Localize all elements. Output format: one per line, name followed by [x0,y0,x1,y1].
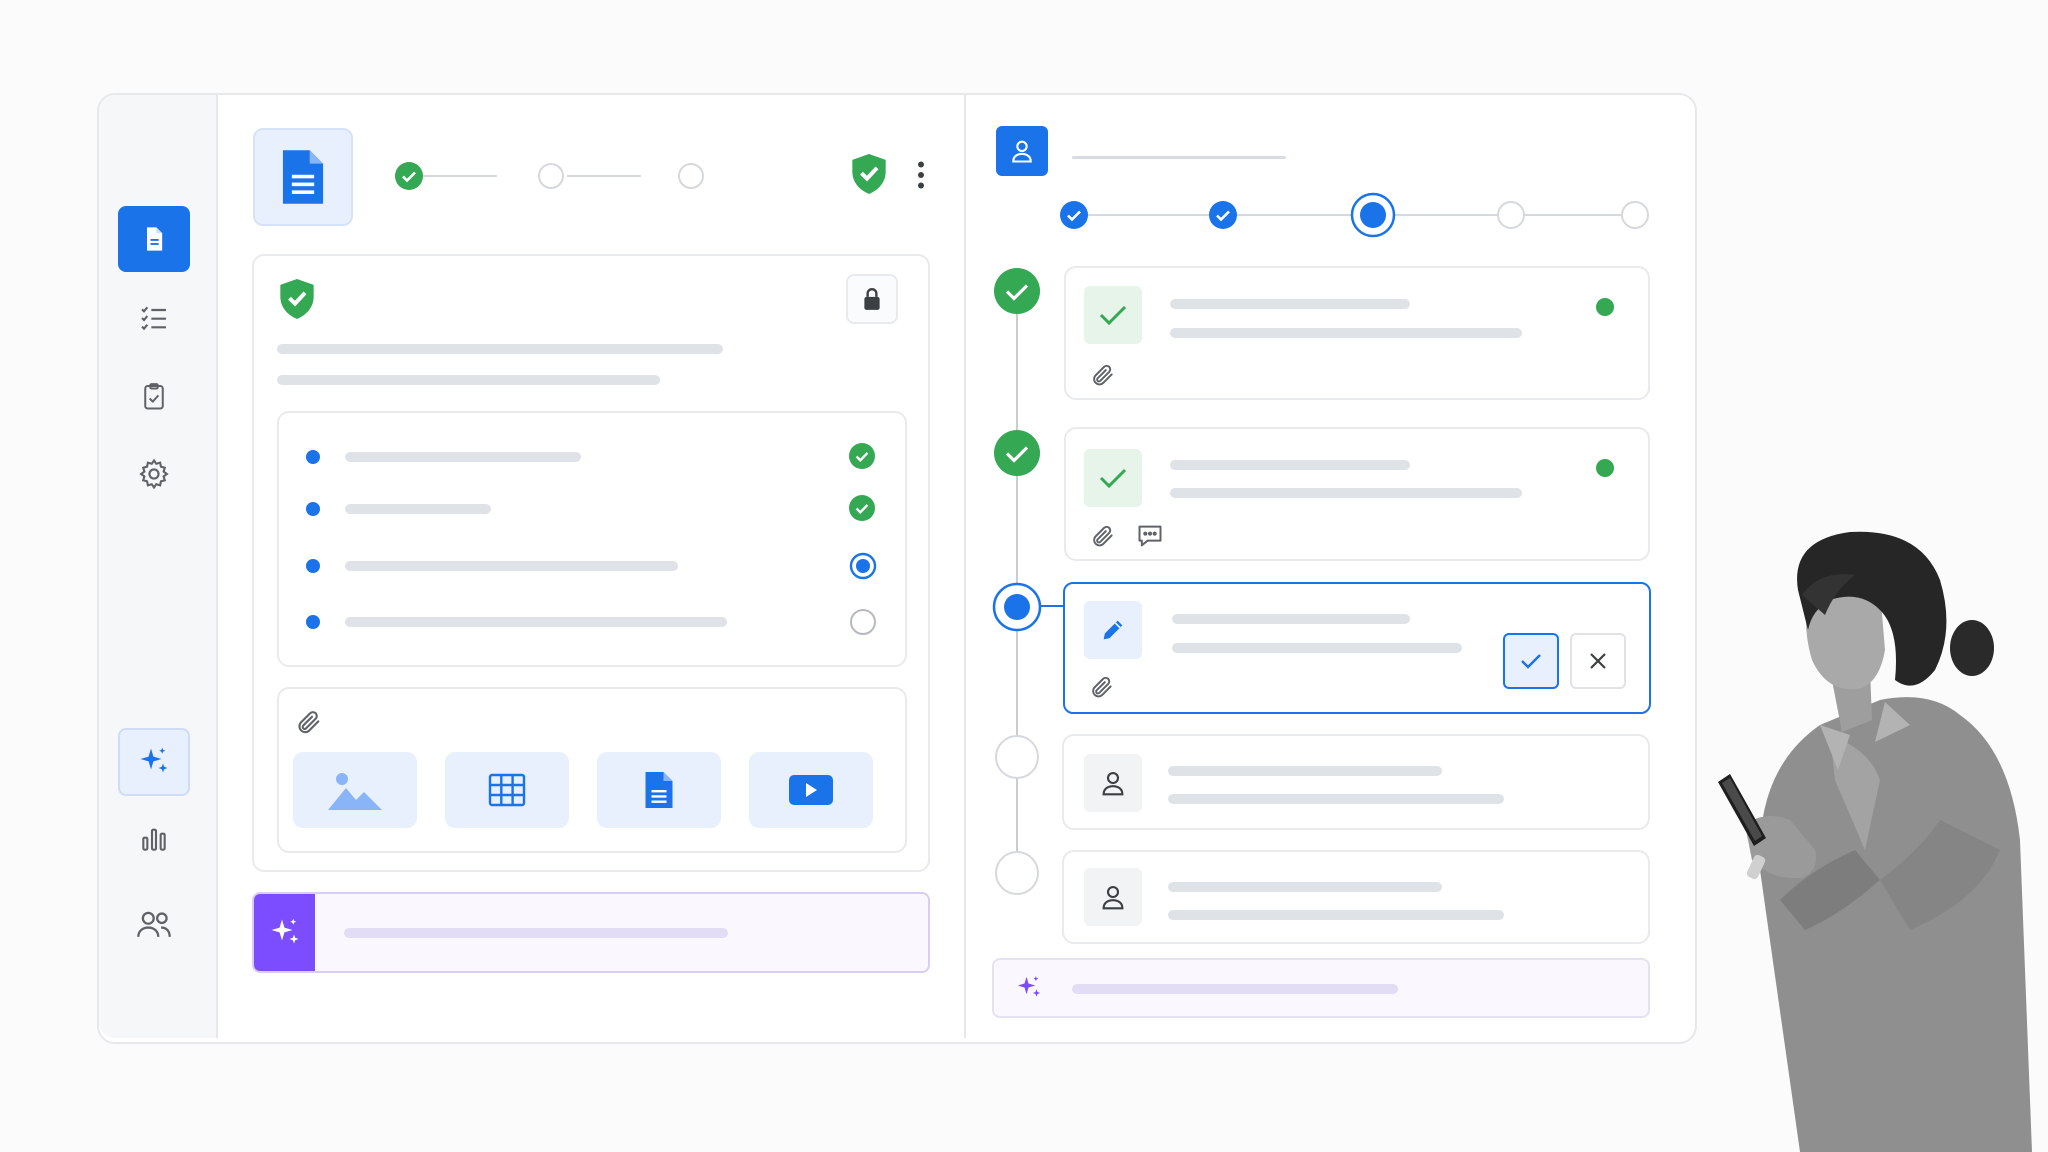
lock-icon [861,287,883,311]
checklist-card [277,411,907,667]
shield-check-icon [849,152,889,196]
sparkle-icon [1014,973,1044,1003]
workflow-step-card-active[interactable] [1063,582,1651,714]
sidebar-item-documents[interactable] [118,206,190,272]
step-complete-icon [1209,201,1237,229]
sidebar-item-tasks[interactable] [118,363,190,429]
more-options-icon[interactable] [912,160,930,190]
ai-prompt-bar[interactable] [252,892,930,973]
radio-selected-icon[interactable] [849,552,877,580]
sidebar-item-team[interactable] [118,891,190,957]
users-icon [134,906,174,942]
sparkle-icon [267,915,303,951]
document-icon [140,225,168,253]
sidebar-item-ai-assistant[interactable] [118,728,190,796]
document-icon [644,770,674,810]
list-item[interactable] [279,435,905,479]
attach-document-button[interactable] [597,752,721,828]
attach-table-button[interactable] [445,752,569,828]
step-status-badge [1084,868,1142,926]
step-status-badge [1084,449,1142,507]
image-icon [326,768,384,812]
paperclip-icon[interactable] [1090,362,1116,388]
pencil-icon [1099,616,1127,644]
reject-button[interactable] [1570,633,1626,689]
sidebar-item-checklist[interactable] [118,285,190,351]
user-icon [1098,768,1128,798]
step-current-icon [1350,192,1396,238]
document-card [252,254,930,872]
timeline-pending [995,851,1039,895]
timeline-approved-icon [994,268,1040,314]
ai-prompt-bar-workflow[interactable] [992,958,1650,1018]
list-item[interactable] [279,544,905,588]
lock-button[interactable] [846,274,898,324]
check-icon [1098,303,1128,327]
step-complete-icon [395,162,423,190]
sidebar [99,95,218,1038]
workflow-stepper [1060,192,1660,238]
workflow-step-card[interactable] [1064,266,1650,400]
list-item[interactable] [279,600,905,644]
paperclip-icon[interactable] [1090,523,1116,549]
check-icon [1519,651,1543,671]
step-pending [678,163,704,189]
ai-prompt-placeholder [344,928,728,938]
timeline-current-icon [992,582,1042,632]
step-complete-icon [1060,201,1088,229]
document-stepper [395,162,715,192]
radio-unselected[interactable] [850,609,876,635]
timeline-approved-icon [994,430,1040,476]
check-circle-icon [849,443,875,469]
check-circle-icon [849,495,875,521]
close-icon [1588,651,1608,671]
sidebar-item-analytics[interactable] [118,806,190,872]
step-pending [538,163,564,189]
step-status-badge [1084,286,1142,344]
ai-prompt-placeholder [1072,984,1398,994]
bar-chart-icon [138,823,170,855]
workflow-step-card[interactable] [1062,850,1650,944]
comment-icon[interactable] [1136,523,1164,549]
document-thumbnail[interactable] [253,128,353,226]
status-indicator [1596,459,1614,477]
shield-check-icon [277,277,317,321]
status-indicator [1596,298,1614,316]
document-title-placeholder [277,344,723,354]
step-pending [1621,201,1649,229]
sidebar-item-settings[interactable] [118,441,190,507]
attachments-card [277,687,907,853]
attach-video-button[interactable] [749,752,873,828]
workflow-title-placeholder [1072,156,1286,159]
timeline-pending [995,735,1039,779]
list-item[interactable] [279,487,905,531]
document-icon [280,148,326,206]
attach-image-button[interactable] [293,752,417,828]
gear-icon [137,457,171,491]
video-icon [789,775,833,805]
workflow-step-card[interactable] [1062,734,1650,830]
approve-button[interactable] [1503,633,1559,689]
check-icon [1098,466,1128,490]
step-status-badge [1084,754,1142,812]
person-with-phone-illustration [1580,520,2048,1152]
table-icon [488,773,526,807]
ai-prompt-button[interactable] [254,894,315,971]
paperclip-icon[interactable] [295,707,323,737]
document-subtitle-placeholder [277,375,660,385]
step-pending [1497,201,1525,229]
paperclip-icon[interactable] [1089,674,1115,700]
sparkle-icon [136,744,172,780]
timeline-connector [1040,605,1064,607]
user-icon [1098,882,1128,912]
clipboard-check-icon [139,381,169,411]
checklist-icon [138,302,170,334]
panel-divider [964,95,966,1038]
assignee-avatar[interactable] [996,126,1048,176]
user-icon [1008,137,1036,165]
workflow-step-card[interactable] [1064,427,1650,561]
step-status-badge [1084,601,1142,659]
